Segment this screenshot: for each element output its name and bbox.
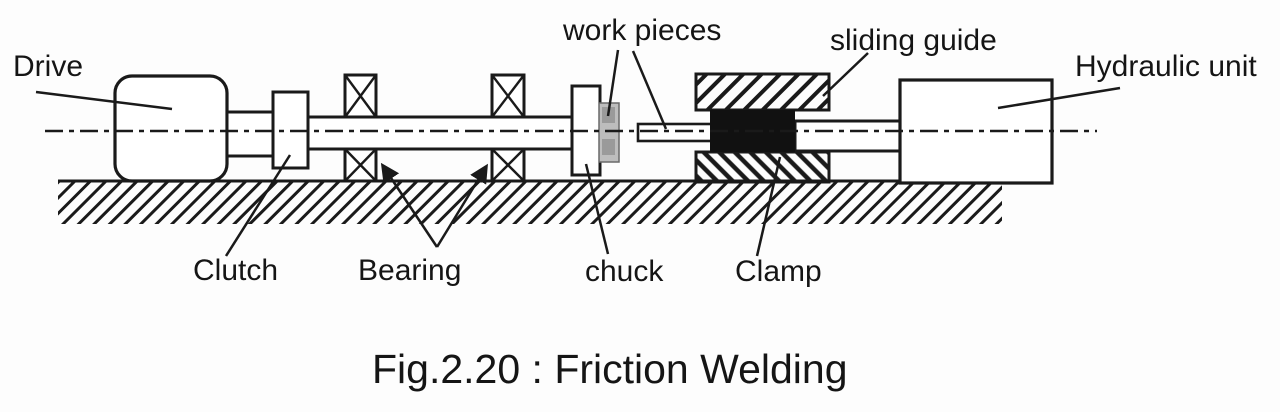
clutch-leader [224, 154, 292, 257]
drive-motor [113, 74, 229, 183]
sliding-guide-bottom-block [694, 150, 831, 184]
figure-caption: Fig.2.20 : Friction Welding [372, 346, 848, 392]
label-chuck: chuck [585, 255, 664, 288]
label-work-pieces: work pieces [563, 14, 722, 47]
bearing-leader-right [435, 163, 488, 248]
work-pieces-leader-2 [631, 50, 668, 130]
sliding-guide-top-block [694, 72, 831, 112]
label-sliding-guide: sliding guide [830, 24, 997, 57]
drive-leader [35, 90, 173, 111]
work-piece-2 [636, 122, 714, 143]
machine-bed [58, 181, 1002, 224]
bearing-1 [343, 73, 378, 183]
sliding-guide-leader [822, 52, 869, 97]
hydraulic-unit-leader [997, 86, 1121, 110]
label-drive: Drive [13, 50, 84, 83]
work-pieces-leader-1 [606, 49, 620, 117]
chuck-leader [584, 163, 610, 255]
spindle-shaft [306, 115, 575, 151]
label-clamp: Clamp [735, 255, 822, 288]
label-clutch: Clutch [193, 254, 279, 287]
motor-shaft [225, 110, 275, 158]
label-hydraulic-unit: Hydraulic unit [1075, 50, 1257, 83]
leader-lines [35, 49, 1121, 257]
bearing-leader-left [380, 162, 439, 248]
clamp-leader [755, 156, 782, 257]
label-bearing: Bearing [358, 254, 462, 287]
hydraulic-piston-shaft [793, 119, 902, 153]
bearing-2 [490, 73, 526, 183]
